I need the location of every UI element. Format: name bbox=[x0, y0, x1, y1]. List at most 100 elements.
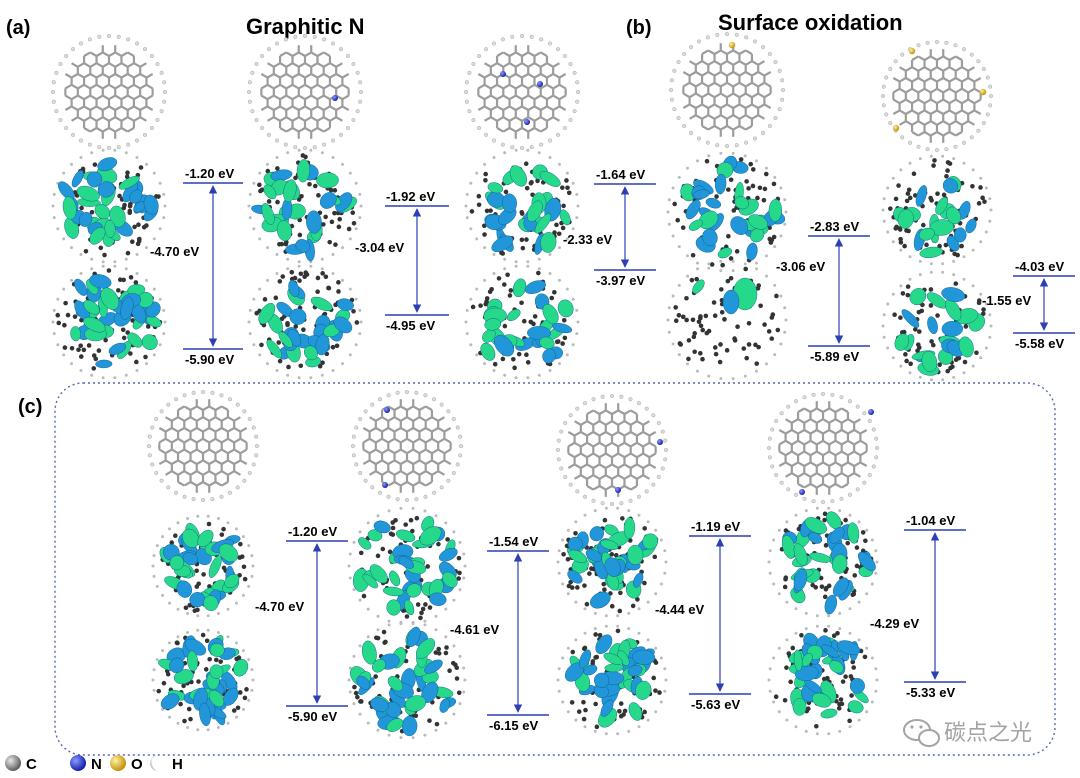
bond bbox=[738, 103, 747, 109]
orbital-lobe-blue bbox=[941, 320, 963, 337]
orbital-lobe-green bbox=[127, 332, 143, 348]
hydrogen-atom bbox=[50, 89, 56, 95]
hydrogen-atom bbox=[247, 698, 251, 702]
bond bbox=[763, 92, 772, 99]
hydrogen-atom bbox=[774, 418, 779, 424]
bond bbox=[387, 405, 396, 411]
hydrogen-atom bbox=[51, 80, 56, 85]
carbon-atom bbox=[181, 683, 186, 689]
carbon-atom bbox=[694, 276, 699, 282]
hydrogen-atom bbox=[744, 140, 749, 145]
bond bbox=[177, 437, 185, 444]
bond bbox=[71, 62, 79, 68]
bond bbox=[387, 470, 396, 476]
orbital-lobe-green bbox=[316, 172, 339, 189]
hydrogen-atom bbox=[865, 528, 869, 532]
bond bbox=[911, 131, 919, 137]
bond bbox=[695, 103, 703, 109]
bond bbox=[89, 127, 98, 133]
bond bbox=[114, 51, 123, 57]
carbon-atom bbox=[502, 323, 508, 329]
bond bbox=[642, 441, 650, 448]
carbon-atom bbox=[507, 293, 513, 298]
bond bbox=[196, 427, 204, 433]
hydrogen-atom bbox=[696, 261, 699, 265]
hydrogen-atom bbox=[593, 509, 597, 513]
bond bbox=[183, 427, 192, 433]
orbital-lobe-green bbox=[100, 287, 120, 310]
hydrogen-atom bbox=[258, 171, 262, 175]
hydrogen-atom bbox=[146, 443, 152, 449]
hydrogen-atom bbox=[884, 75, 889, 80]
bond bbox=[923, 120, 932, 126]
bond bbox=[797, 407, 805, 413]
hydrogen-atom bbox=[500, 142, 505, 147]
hydrogen-atom bbox=[113, 148, 117, 152]
hydrogen-atom bbox=[216, 612, 220, 616]
hydrogen-atom bbox=[444, 635, 448, 639]
bond bbox=[630, 452, 638, 459]
hydrogen-atom bbox=[777, 107, 782, 112]
bond bbox=[828, 461, 837, 467]
hydrogen-atom bbox=[600, 501, 605, 506]
hydrogen-atom bbox=[247, 584, 251, 588]
bond bbox=[233, 416, 241, 422]
molecule-structure bbox=[146, 389, 260, 503]
bond bbox=[221, 481, 229, 487]
molecule-structure bbox=[463, 33, 581, 151]
carbon-atom bbox=[921, 222, 926, 228]
bond bbox=[77, 83, 85, 90]
carbon-atom bbox=[423, 602, 428, 607]
carbon-atom bbox=[630, 603, 636, 609]
hydrogen-atom bbox=[469, 227, 473, 231]
nitrogen-atom bbox=[382, 482, 388, 488]
carbon-atom bbox=[89, 209, 95, 215]
hydrogen-atom bbox=[767, 123, 772, 129]
hydrogen-atom bbox=[358, 308, 362, 312]
bond bbox=[720, 81, 728, 88]
hydrogen-atom bbox=[162, 308, 166, 312]
carbon-atom bbox=[746, 342, 752, 347]
hydrogen-atom bbox=[752, 136, 758, 141]
hydrogen-atom bbox=[56, 227, 60, 231]
bond bbox=[316, 116, 325, 122]
bond bbox=[726, 71, 734, 77]
bond bbox=[418, 405, 427, 411]
bond bbox=[623, 420, 632, 426]
bond bbox=[177, 448, 185, 455]
carbon-atom bbox=[194, 568, 199, 574]
bond bbox=[362, 459, 371, 465]
homo-energy-label: -4.95 eV bbox=[386, 318, 435, 333]
hydrogen-atom bbox=[219, 393, 224, 398]
bond bbox=[630, 463, 638, 469]
bond bbox=[636, 463, 644, 469]
bond bbox=[89, 51, 98, 57]
hydrogen-atom bbox=[70, 162, 74, 166]
bond bbox=[834, 429, 843, 435]
carbon-atom bbox=[863, 538, 868, 544]
carbon-atom bbox=[943, 242, 949, 248]
hydrogen-atom bbox=[248, 216, 252, 220]
carbon-atom bbox=[297, 232, 303, 238]
hydrogen-atom bbox=[451, 416, 456, 422]
hydrogen-atom bbox=[155, 61, 160, 67]
hydrogen-atom bbox=[743, 374, 747, 378]
hydrogen-atom bbox=[475, 287, 479, 291]
orbital-lobe-green bbox=[358, 537, 372, 550]
hydrogen-atom bbox=[439, 402, 444, 407]
carbon-atom bbox=[91, 366, 97, 371]
carbon-atom bbox=[782, 697, 788, 703]
orbital-isosurface bbox=[556, 506, 668, 618]
hydrogen-atom bbox=[784, 210, 788, 214]
hydrogen-atom bbox=[266, 246, 270, 250]
bond bbox=[689, 92, 697, 99]
bond bbox=[955, 98, 963, 105]
hydrogen-atom bbox=[331, 272, 335, 276]
hydrogen-atom bbox=[152, 237, 156, 241]
hydrogen-atom bbox=[875, 560, 879, 564]
hydrogen-atom bbox=[286, 151, 290, 155]
hydrogen-atom bbox=[411, 736, 415, 740]
bond bbox=[816, 429, 824, 435]
hydrogen-atom bbox=[786, 404, 791, 409]
hydrogen-atom bbox=[250, 109, 255, 114]
